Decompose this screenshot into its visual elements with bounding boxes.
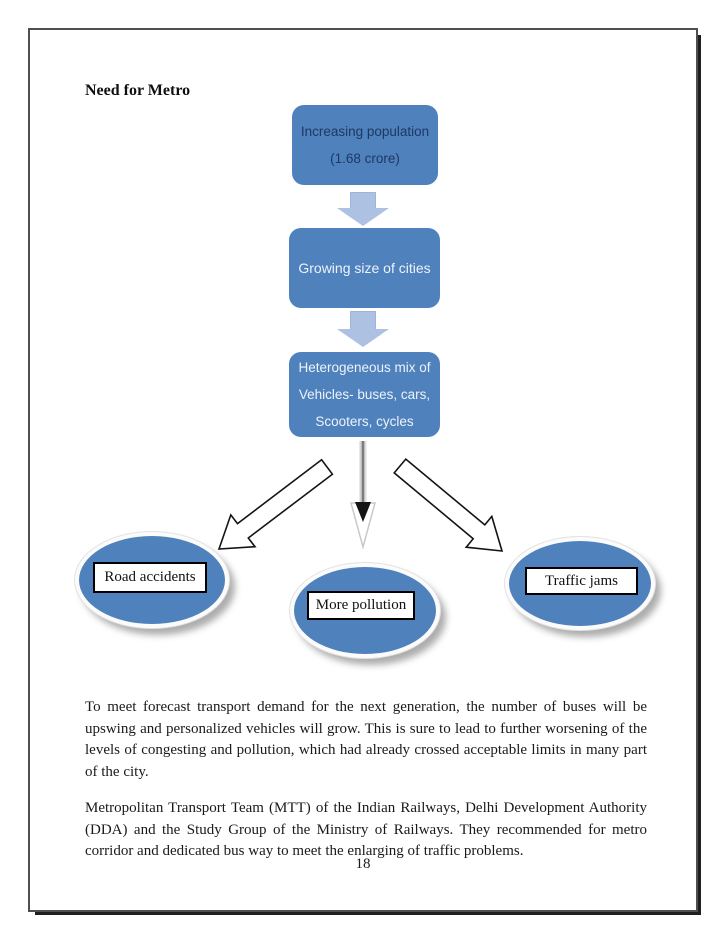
body-text: To meet forecast transport demand for th…	[85, 697, 647, 878]
label-road-accidents: Road accidents	[93, 562, 207, 593]
down-arrow-head	[337, 329, 389, 347]
page-title: Need for Metro	[85, 82, 191, 99]
down-arrow-head	[337, 208, 389, 226]
flowchart-box-growing-cities: Growing size of cities	[289, 228, 440, 308]
flowchart-box-heterogeneous-mix: Heterogeneous mix of Vehicles- buses, ca…	[289, 352, 440, 437]
label-traffic-jams: Traffic jams	[525, 567, 638, 595]
down-arrow-icon	[337, 311, 389, 347]
label-more-pollution: More pollution	[307, 591, 415, 620]
page-number: 18	[355, 856, 371, 872]
down-arrow-stem	[350, 192, 376, 208]
flowchart-box-increasing-population: Increasing population (1.68 crore)	[292, 105, 438, 185]
down-arrow-icon	[337, 192, 389, 226]
paragraph-2: Metropolitan Transport Team (MTT) of the…	[85, 800, 647, 859]
down-arrow-stem	[350, 311, 376, 329]
center-arrow-shaft	[359, 441, 367, 507]
paragraph-1: To meet forecast transport demand for th…	[85, 699, 647, 780]
